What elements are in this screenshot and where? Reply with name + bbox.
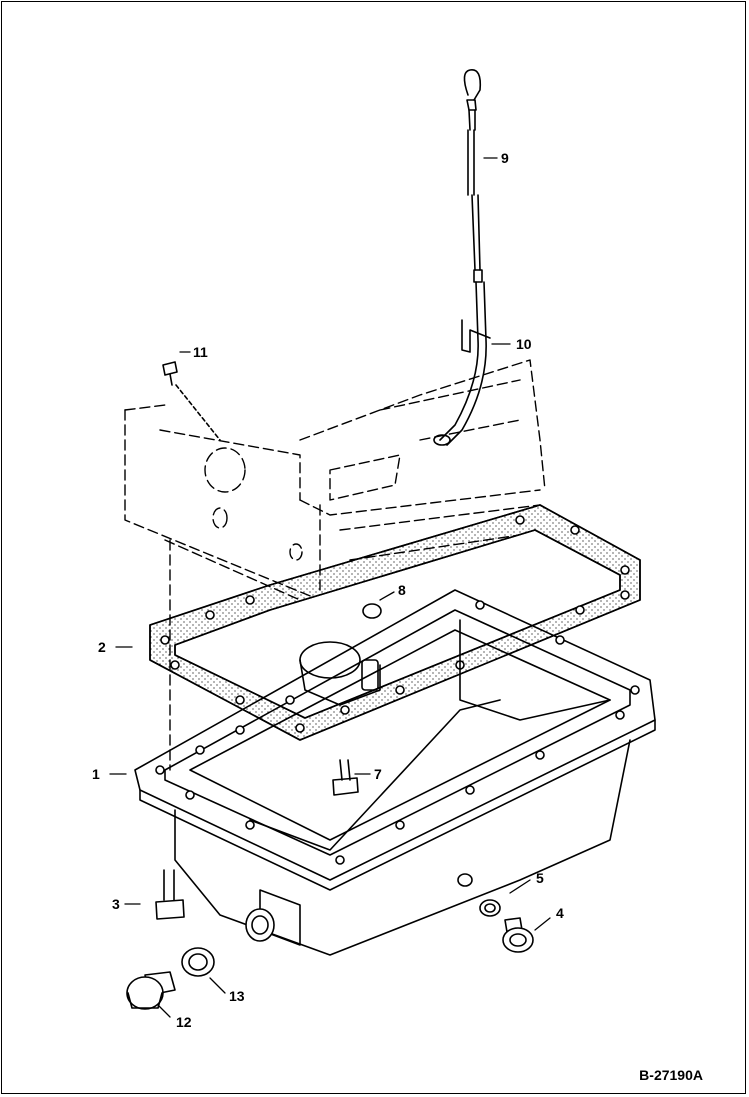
callout-8: 8 xyxy=(398,582,406,598)
callout-11: 11 xyxy=(193,344,208,360)
washer-5 xyxy=(479,899,501,917)
callout-9: 9 xyxy=(501,150,509,166)
callout-5: 5 xyxy=(536,870,544,886)
guide-tube xyxy=(433,281,491,446)
callout-12: 12 xyxy=(176,1014,192,1030)
callout-10: 10 xyxy=(516,336,532,352)
callout-7: 7 xyxy=(374,766,382,782)
drain-plug-4 xyxy=(502,917,534,953)
oil-pan xyxy=(134,589,656,956)
oil-pan-gasket xyxy=(149,504,641,741)
callout-2: 2 xyxy=(98,639,106,655)
callout-1: 1 xyxy=(92,766,100,782)
dipstick xyxy=(463,69,483,283)
bolt-3 xyxy=(155,869,185,920)
leader-lines xyxy=(109,157,551,1018)
drain-plug-12 xyxy=(126,971,176,1010)
bolt-7 xyxy=(332,759,359,796)
washer-13 xyxy=(181,947,215,977)
callout-3: 3 xyxy=(112,896,120,912)
figure-id: B-27190A xyxy=(639,1067,703,1083)
callout-4: 4 xyxy=(556,905,564,921)
callout-13: 13 xyxy=(229,988,245,1004)
bolt-11 xyxy=(162,361,221,441)
o-ring-8 xyxy=(362,603,382,619)
